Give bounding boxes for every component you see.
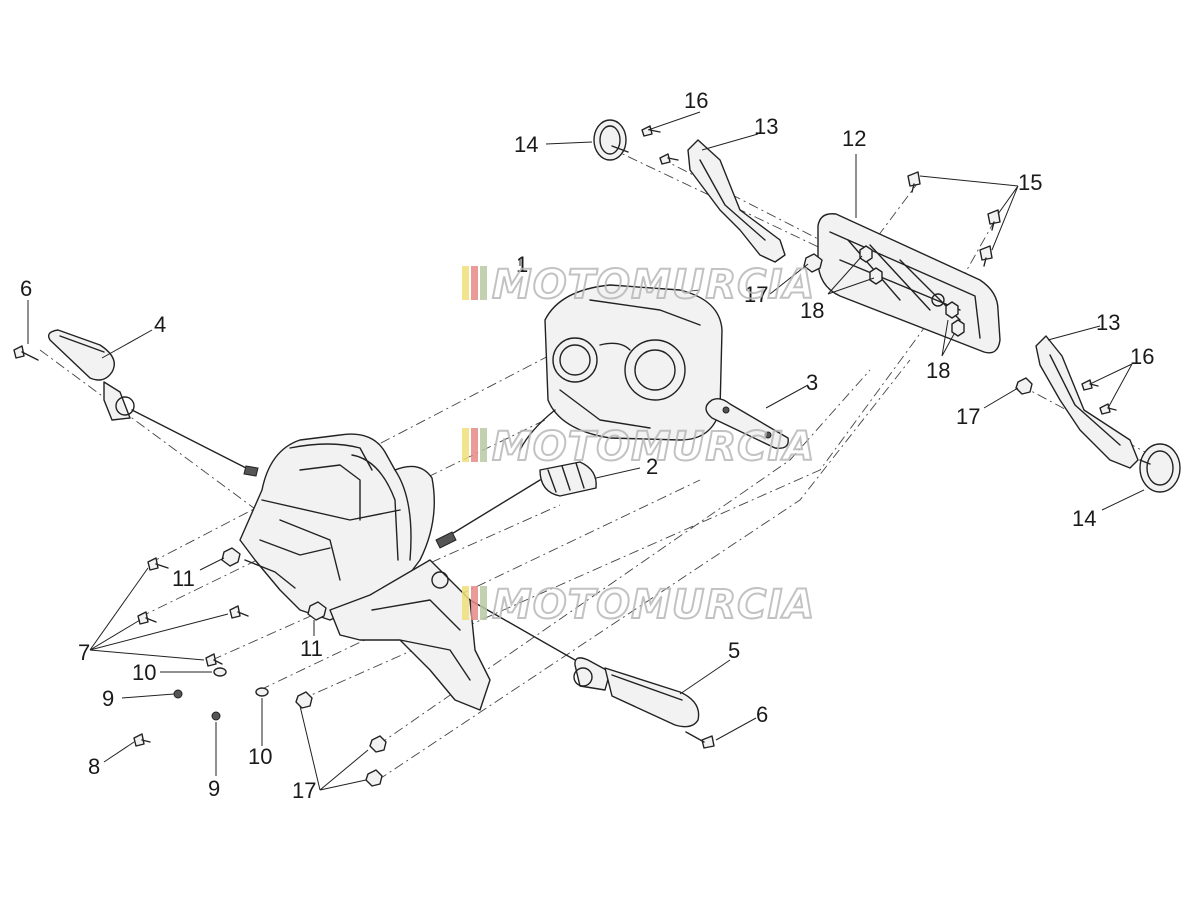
callout-17-right: 17 — [956, 404, 980, 429]
nut-17c — [365, 769, 383, 787]
reflector-part — [705, 397, 789, 449]
callout-7: 7 — [78, 640, 90, 665]
callout-15: 15 — [1018, 170, 1042, 195]
callout-14-bottom: 14 — [1072, 506, 1096, 531]
light-cable-part — [435, 461, 597, 549]
screw-8 — [133, 733, 151, 747]
nut-11a — [221, 547, 241, 567]
nut-17-top — [803, 253, 823, 273]
screws-15 — [907, 171, 1001, 267]
callout-4: 4 — [154, 312, 166, 337]
nut-11b — [307, 601, 327, 621]
callout-6-left: 6 — [20, 276, 32, 301]
rear-mount-frame — [239, 433, 491, 711]
fasteners-left — [133, 547, 387, 787]
nut-17b — [369, 735, 387, 753]
watermark-top: MOTOMURCIA — [462, 261, 815, 309]
callout-13-bottom: 13 — [1096, 310, 1120, 335]
nut-9b — [211, 711, 221, 721]
nut-9a — [173, 689, 183, 699]
callout-1: 1 — [516, 252, 528, 277]
callout-14-top: 14 — [514, 132, 538, 157]
nut-17a — [295, 691, 313, 709]
left-indicator-part — [47, 329, 259, 477]
screws-16-bottom — [1081, 379, 1117, 415]
callout-10-bottom: 10 — [248, 744, 272, 769]
watermark-middle: MOTOMURCIA — [462, 423, 815, 471]
callout-16-bottom: 16 — [1130, 344, 1154, 369]
callout-9-bottom: 9 — [208, 776, 220, 801]
callout-11-right: 11 — [300, 636, 323, 661]
tail-light-housing — [519, 284, 723, 451]
reflector-14-bottom — [1139, 443, 1181, 493]
callout-18-right: 18 — [926, 358, 950, 383]
nuts-18 — [859, 245, 965, 337]
screws-16-top — [641, 125, 679, 165]
screw-7a — [147, 557, 169, 571]
right-indicator-part — [469, 599, 700, 728]
callout-3: 3 — [806, 370, 818, 395]
callout-11-left: 11 — [172, 566, 195, 591]
callout-12: 12 — [842, 126, 866, 151]
washer-10a — [213, 667, 227, 677]
watermark-text: MOTOMURCIA — [492, 262, 815, 308]
callout-9-left: 9 — [102, 686, 114, 711]
callout-17-bottom: 17 — [292, 778, 316, 803]
nut-17-bottom — [1015, 377, 1033, 395]
screw-7b — [137, 611, 157, 625]
bracket-13-top — [687, 139, 786, 263]
callout-2: 2 — [646, 454, 658, 479]
watermark-bottom: MOTOMURCIA — [462, 581, 815, 629]
washer-10b — [255, 687, 269, 697]
callout-6-right: 6 — [756, 702, 768, 727]
reflector-14-top — [593, 119, 629, 161]
screw-7d — [205, 653, 223, 667]
license-plate-holder — [817, 213, 1001, 354]
callout-16-top: 16 — [684, 88, 708, 113]
callout-17-top: 17 — [744, 282, 768, 307]
bracket-13-bottom — [1035, 335, 1139, 469]
watermark-text: MOTOMURCIA — [492, 424, 815, 470]
screw-6-right — [685, 731, 715, 749]
screw-7c — [229, 605, 249, 619]
watermark-text: MOTOMURCIA — [492, 582, 815, 628]
callout-labels: 6 4 1 3 2 5 6 7 8 9 9 10 10 11 11 17 14 … — [20, 88, 1154, 803]
callout-10-left: 10 — [132, 660, 156, 685]
callout-5: 5 — [728, 638, 740, 663]
callout-8: 8 — [88, 754, 100, 779]
leader-lines — [27, 111, 1145, 791]
screw-6-left — [13, 345, 39, 361]
callout-13-top: 13 — [754, 114, 778, 139]
callout-18-left: 18 — [800, 298, 824, 323]
